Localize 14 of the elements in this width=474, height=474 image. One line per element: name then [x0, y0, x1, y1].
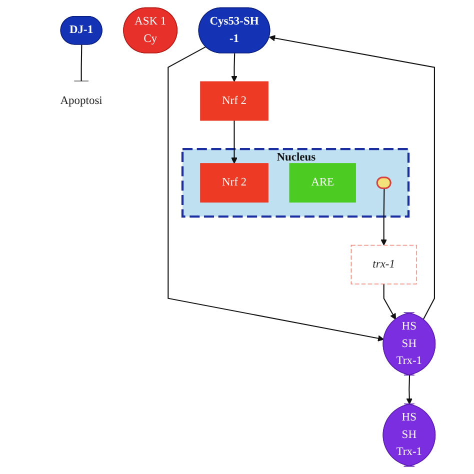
node-box	[289, 163, 356, 203]
arrow	[380, 188, 388, 246]
arrow	[269, 35, 436, 320]
arrow	[406, 375, 413, 404]
pathway-diagram: Nucleus Cys53-SH -1 HS SH Trx-1 HS SH Trx-1 ASK 1 Cy DJ-1 Apoptosi Nrf 2 Nrf 2 ARE trx-1	[33, 2, 441, 472]
node-box	[200, 81, 268, 121]
cluster	[181, 148, 410, 218]
node-box	[350, 244, 417, 284]
arrow	[383, 284, 396, 320]
arrow	[168, 46, 384, 342]
arrow	[231, 53, 238, 82]
arrow	[231, 120, 238, 164]
connector	[73, 44, 90, 83]
node-box	[200, 163, 268, 203]
